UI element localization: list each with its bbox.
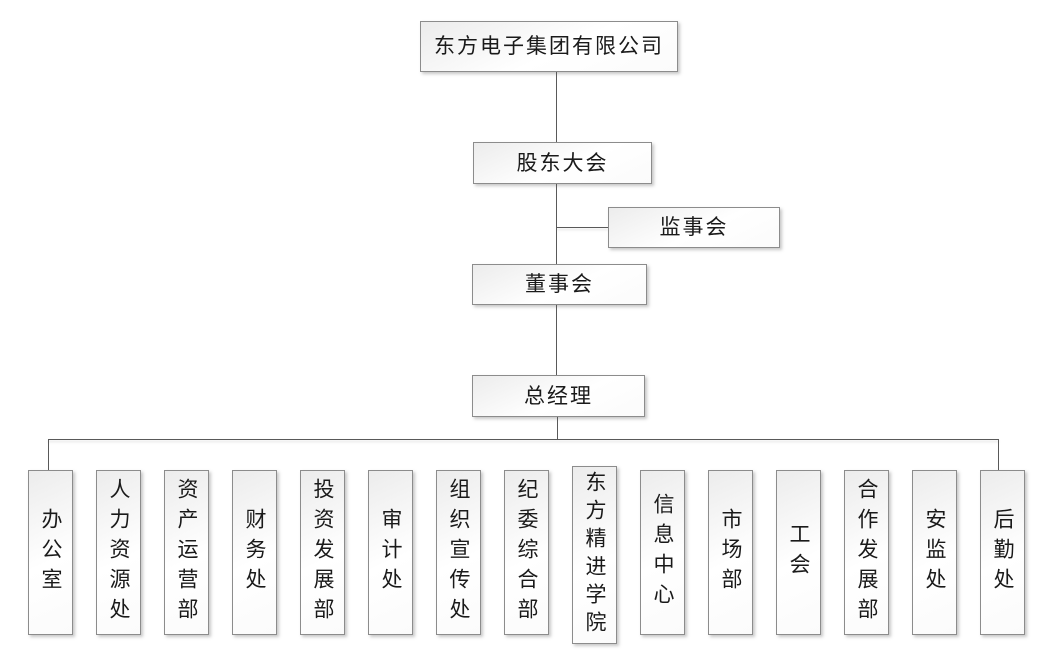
dept-box-marketing: 市场部	[708, 470, 753, 635]
connector-bus-right-drop	[998, 439, 999, 470]
dept-box-audit: 审计处	[368, 470, 413, 635]
connector-board-to-gm	[556, 305, 557, 375]
connector-company-to-shareholders	[556, 72, 557, 142]
dept-box-labor-union: 工会	[776, 470, 821, 635]
dept-box-information-center: 信息中心	[640, 470, 685, 635]
dept-box-office: 办公室	[28, 470, 73, 635]
dept-box-jingjin-academy: 东方精进学院	[572, 466, 617, 644]
node-shareholders-meeting: 股东大会	[473, 142, 652, 184]
connector-branch-to-supervisory	[557, 227, 608, 228]
node-supervisory-board: 监事会	[608, 207, 780, 248]
node-general-manager: 总经理	[472, 375, 645, 417]
dept-box-discipline-inspection: 纪委综合部	[504, 470, 549, 635]
connector-bus-left-drop	[48, 439, 49, 470]
dept-box-logistics: 后勤处	[980, 470, 1025, 635]
dept-box-safety-supervision: 安监处	[912, 470, 957, 635]
node-company: 东方电子集团有限公司	[420, 21, 678, 72]
connector-shareholders-to-board	[556, 184, 557, 264]
connector-gm-to-bus	[557, 417, 558, 439]
connector-departments-bus	[48, 439, 999, 440]
dept-box-organization-publicity: 组织宣传处	[436, 470, 481, 635]
dept-box-human-resources: 人力资源处	[96, 470, 141, 635]
dept-box-cooperation-development: 合作发展部	[844, 470, 889, 635]
node-board-of-directors: 董事会	[472, 264, 647, 305]
dept-box-finance: 财务处	[232, 470, 277, 635]
dept-box-asset-operations: 资产运营部	[164, 470, 209, 635]
dept-box-investment-development: 投资发展部	[300, 470, 345, 635]
